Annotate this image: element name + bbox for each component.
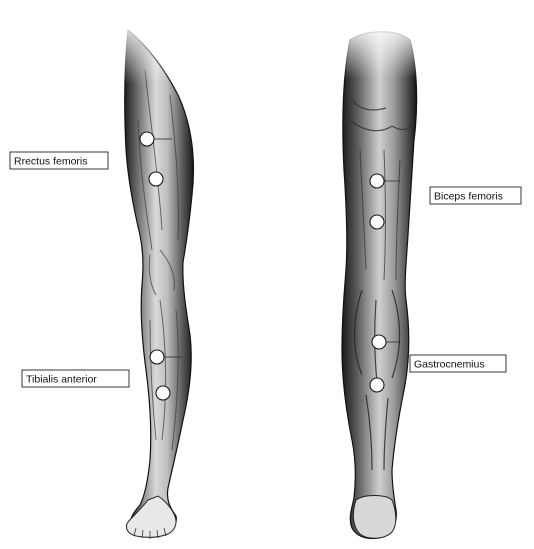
label-tibialis-anterior: Tibialis anterior — [22, 370, 129, 387]
posterior-leg — [340, 28, 420, 539]
label-gastrocnemius: Gastrocnemius — [410, 355, 506, 372]
label-biceps-femoris-text: Biceps femoris — [434, 191, 503, 203]
anterior-leg — [120, 24, 193, 539]
anterior-hip-fade — [120, 24, 190, 84]
label-gastrocnemius-text: Gastrocnemius — [414, 359, 485, 371]
tibialis-anterior-site-lower — [156, 386, 170, 400]
gastrocnemius-site-lower — [370, 378, 384, 392]
label-tibialis-anterior-text: Tibialis anterior — [26, 374, 97, 386]
posterior-leg-silhouette — [342, 32, 417, 539]
biceps-femoris-site-lower — [370, 215, 384, 229]
rectus-femoris-site-lower — [149, 172, 163, 186]
rectus-femoris-site-upper — [140, 132, 154, 146]
tibialis-anterior-site-upper — [150, 350, 164, 364]
label-biceps-femoris: Biceps femoris — [430, 187, 521, 204]
posterior-hip-fade — [340, 28, 420, 78]
biceps-femoris-site-upper — [370, 174, 384, 188]
posterior-heel — [353, 496, 395, 539]
label-rectus-femoris: Rrectus femoris — [10, 152, 108, 169]
label-rectus-femoris-text: Rrectus femoris — [14, 156, 88, 168]
anterior-leg-silhouette — [125, 30, 194, 535]
gastrocnemius-site-upper — [372, 335, 386, 349]
